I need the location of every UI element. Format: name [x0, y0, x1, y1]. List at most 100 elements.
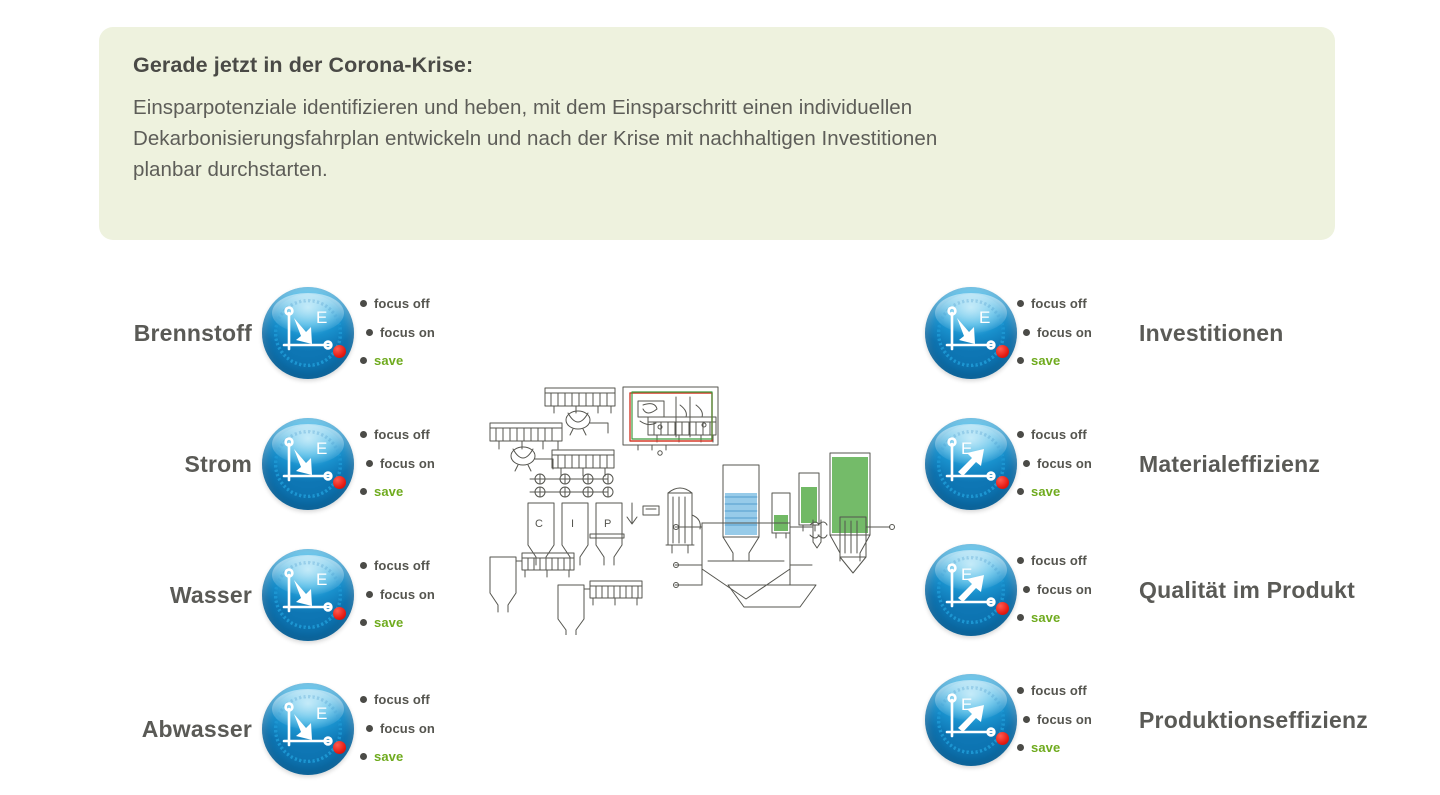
industrial-plant-schematic: C I P: [480, 375, 910, 635]
control-unit-box: [622, 386, 719, 456]
axis-down-arrow-icon: E: [282, 437, 333, 482]
item-row-strom[interactable]: Strom E focus off focus on save: [130, 414, 470, 514]
item-row-abwasser[interactable]: Abwasser E focus off focus on save: [130, 679, 470, 779]
legend-focus-on[interactable]: focus on: [1023, 712, 1092, 727]
axis-down-arrow-icon: E: [282, 306, 333, 351]
badge-status-marker: [333, 741, 346, 754]
legend-dot-icon: [1017, 431, 1024, 438]
legend-focus-off-label: focus off: [374, 296, 430, 311]
legend-focus-on[interactable]: focus on: [366, 325, 435, 340]
legend-focus-off-label: focus off: [374, 692, 430, 707]
focus-legend: focus off focus on save: [1017, 544, 1127, 636]
legend-focus-off-label: focus off: [1031, 296, 1087, 311]
item-label-materialeffizienz: Materialeffizienz: [1139, 450, 1321, 477]
legend-focus-on[interactable]: focus on: [1023, 582, 1092, 597]
legend-focus-off[interactable]: focus off: [1017, 296, 1087, 311]
notice-heading: Gerade jetzt in der Corona-Krise:: [133, 53, 474, 77]
legend-focus-off[interactable]: focus off: [360, 296, 430, 311]
right-valve-cluster: [809, 519, 828, 549]
badge-status-marker: [996, 345, 1009, 358]
legend-dot-icon: [360, 696, 367, 703]
legend-save[interactable]: save: [360, 353, 403, 368]
item-label-abwasser: Abwasser: [141, 715, 252, 742]
silo-green-large: [829, 452, 871, 562]
legend-save-label: save: [1031, 610, 1061, 625]
legend-dot-icon: [360, 488, 367, 495]
energy-badge-icon[interactable]: E: [923, 542, 1019, 638]
heat-exchanger-top: [544, 387, 616, 436]
focus-legend: focus off focus on save: [360, 549, 470, 641]
legend-focus-off-label: focus off: [1031, 427, 1087, 442]
legend-save-label: save: [374, 353, 404, 368]
legend-focus-off-label: focus off: [1031, 553, 1087, 568]
item-label-strom: Strom: [184, 450, 252, 477]
legend-save[interactable]: save: [1017, 740, 1060, 755]
heat-exchanger-lower-mid: [551, 449, 615, 477]
bottom-small-exchanger: [589, 533, 625, 539]
legend-dot-icon: [1023, 716, 1030, 723]
legend-focus-off[interactable]: focus off: [1017, 553, 1087, 568]
badge-status-marker: [996, 602, 1009, 615]
legend-focus-off[interactable]: focus off: [360, 692, 430, 707]
energy-badge-icon[interactable]: E: [923, 285, 1019, 381]
badge-axis-letter: E: [961, 565, 972, 584]
legend-focus-on-label: focus on: [380, 587, 435, 602]
schematic-svg: C I P: [489, 386, 895, 635]
energy-badge-icon[interactable]: E: [260, 285, 356, 381]
legend-save[interactable]: save: [360, 484, 403, 499]
energy-badge-icon[interactable]: E: [923, 416, 1019, 512]
badge-axis-letter: E: [961, 439, 972, 458]
legend-save-label: save: [374, 749, 404, 764]
item-row-produktionseffizienz[interactable]: E focus off focus on save Produktionseff…: [923, 670, 1395, 770]
pump-block: [642, 505, 660, 516]
legend-save-label: save: [374, 615, 404, 630]
legend-save[interactable]: save: [1017, 353, 1060, 368]
legend-save[interactable]: save: [1017, 484, 1060, 499]
focus-legend: focus off focus on save: [360, 418, 470, 510]
energy-badge-icon[interactable]: E: [260, 547, 356, 643]
legend-focus-on-label: focus on: [1037, 582, 1092, 597]
legend-focus-on[interactable]: focus on: [366, 721, 435, 736]
item-row-investitionen[interactable]: E focus off focus on save Investitionen: [923, 283, 1395, 383]
legend-focus-on[interactable]: focus on: [1023, 325, 1092, 340]
badge-axis-letter: E: [316, 439, 327, 458]
item-label-wasser: Wasser: [169, 581, 252, 608]
legend-focus-on[interactable]: focus on: [366, 587, 435, 602]
legend-dot-icon: [360, 431, 367, 438]
legend-focus-off[interactable]: focus off: [1017, 427, 1087, 442]
energy-badge-icon[interactable]: E: [260, 681, 356, 777]
focus-legend: focus off focus on save: [360, 287, 470, 379]
legend-dot-icon: [360, 300, 367, 307]
legend-focus-off[interactable]: focus off: [360, 427, 430, 442]
legend-dot-icon: [1023, 586, 1030, 593]
tank-label-i: I: [571, 518, 574, 530]
legend-focus-on[interactable]: focus on: [366, 456, 435, 471]
bottom-tank-left: [489, 552, 575, 613]
legend-focus-off[interactable]: focus off: [1017, 683, 1087, 698]
legend-save[interactable]: save: [1017, 610, 1060, 625]
energy-badge-icon[interactable]: E: [923, 672, 1019, 768]
legend-save[interactable]: save: [360, 615, 403, 630]
legend-focus-on-label: focus on: [1037, 456, 1092, 471]
flow-arrow-down: [626, 502, 638, 525]
item-row-wasser[interactable]: Wasser E focus off focus on save: [130, 545, 470, 645]
legend-focus-on-label: focus on: [380, 325, 435, 340]
distillation-column-small: [665, 487, 701, 554]
axis-down-arrow-icon: E: [282, 568, 333, 613]
legend-focus-on-label: focus on: [1037, 325, 1092, 340]
axis-down-arrow-icon: E: [945, 306, 996, 351]
liquid-tank-green-small: [771, 492, 791, 539]
legend-save-label: save: [1031, 484, 1061, 499]
legend-dot-icon: [360, 562, 367, 569]
legend-focus-off[interactable]: focus off: [360, 558, 430, 573]
notice-box: Gerade jetzt in der Corona-Krise: Einspa…: [99, 27, 1335, 240]
item-row-qualitaet-im-produkt[interactable]: E focus off focus on save Qualität im Pr…: [923, 540, 1395, 640]
item-row-brennstoff[interactable]: Brennstoff E focus off focus on save: [130, 283, 470, 383]
badge-axis-letter: E: [979, 308, 990, 327]
energy-badge-icon[interactable]: E: [260, 416, 356, 512]
legend-focus-on[interactable]: focus on: [1023, 456, 1092, 471]
axis-up-arrow-icon: E: [945, 437, 996, 482]
legend-save[interactable]: save: [360, 749, 403, 764]
notice-line-1: Einsparpotenziale identifizieren und heb…: [133, 95, 913, 119]
item-row-materialeffizienz[interactable]: E focus off focus on save Materialeffizi…: [923, 414, 1395, 514]
